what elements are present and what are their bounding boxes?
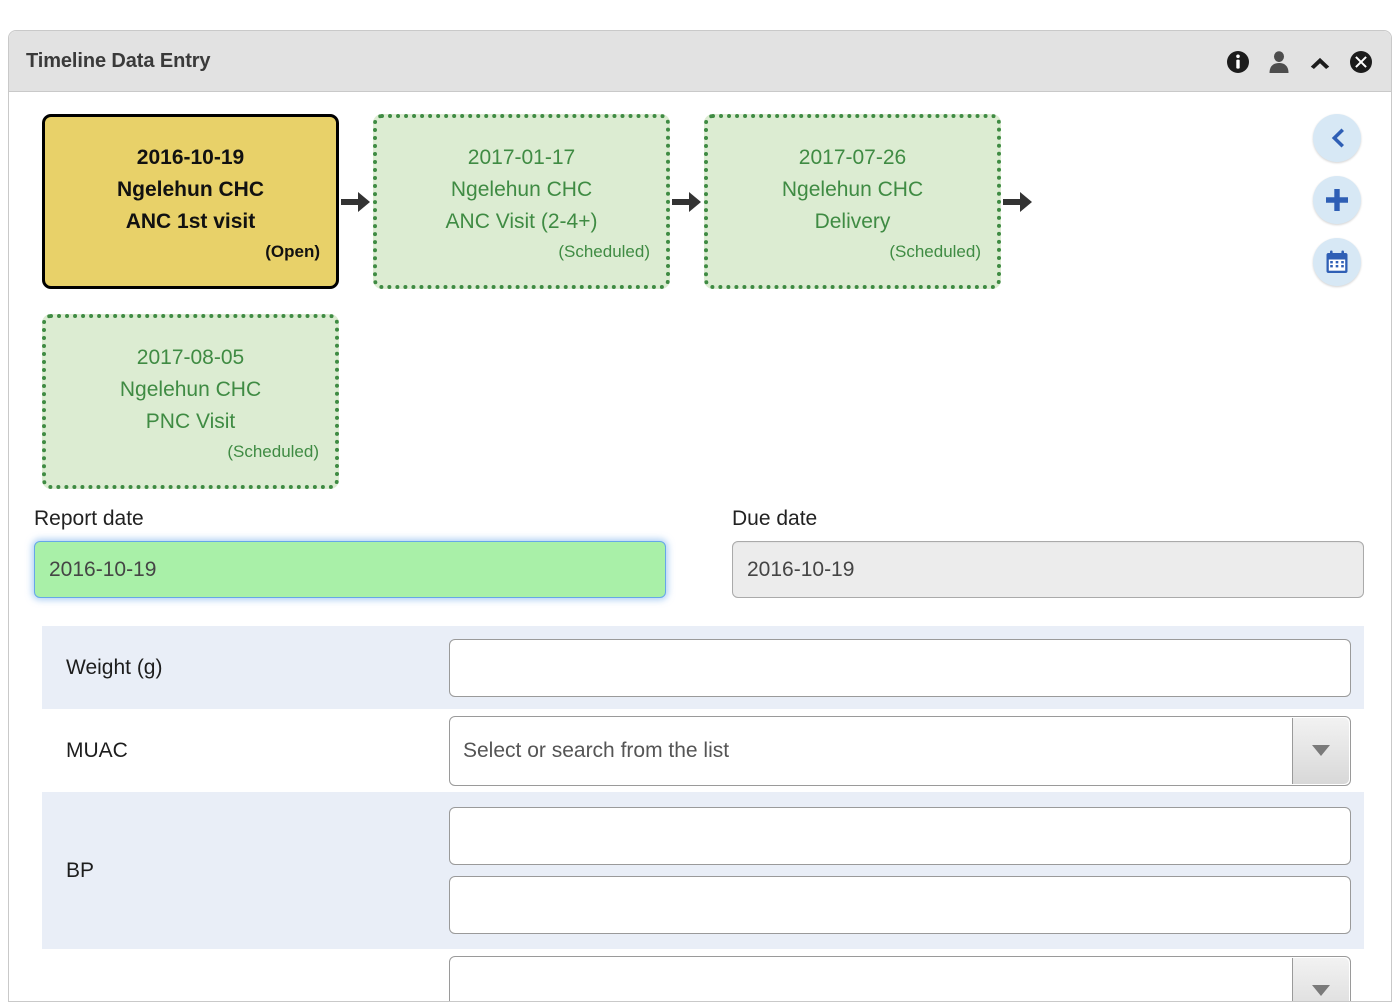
- field-container: [449, 955, 1364, 1001]
- arrow-right-icon: [339, 189, 373, 215]
- status-badge: (Scheduled): [889, 241, 981, 261]
- schedule-button[interactable]: [1313, 238, 1361, 286]
- timeline-card-anc-visit-2-4[interactable]: 2017-01-17 Ngelehun CHC ANC Visit (2-4+)…: [373, 114, 670, 289]
- timeline-row: 2017-08-05 Ngelehun CHC PNC Visit (Sched…: [42, 314, 1391, 489]
- field-label: Weight (g): [66, 655, 163, 679]
- chevron-down-icon: [1312, 985, 1330, 996]
- plus-icon: [1324, 187, 1350, 213]
- weight-input[interactable]: [449, 638, 1351, 697]
- report-date-input[interactable]: 2016-10-19: [34, 541, 666, 598]
- timeline-area: 2016-10-19 Ngelehun CHC ANC 1st visit (O…: [9, 92, 1391, 489]
- date-fields-row: Report date 2016-10-19 Due date 2016-10-…: [9, 507, 1391, 598]
- status-badge: (Open): [265, 241, 320, 261]
- field-label: BP: [66, 858, 95, 882]
- form-row-muac: MUAC Select or search from the list: [42, 709, 1364, 792]
- arrow-right-icon: [1001, 189, 1035, 215]
- card-date: 2017-07-26: [798, 145, 907, 169]
- data-entry-form: Weight (g) MUAC Select or search from th…: [42, 626, 1364, 1001]
- chevron-up-icon[interactable]: [1308, 50, 1332, 74]
- card-date: 2017-08-05: [136, 345, 245, 369]
- timeline-action-buttons: [1313, 114, 1361, 286]
- close-icon[interactable]: [1349, 50, 1373, 74]
- calendar-icon: [1324, 249, 1350, 275]
- report-date-block: Report date 2016-10-19: [34, 507, 666, 598]
- timeline-card-rows: 2016-10-19 Ngelehun CHC ANC 1st visit (O…: [9, 114, 1391, 489]
- card-org-unit: Ngelehun CHC: [119, 377, 262, 401]
- back-button[interactable]: [1313, 114, 1361, 162]
- arrow-right-icon: [670, 189, 704, 215]
- muac-dropdown-button[interactable]: [1292, 717, 1349, 784]
- chevron-left-icon: [1324, 125, 1350, 151]
- card-date: 2016-10-19: [136, 145, 245, 169]
- card-org-unit: Ngelehun CHC: [781, 177, 924, 201]
- timeline-card-delivery[interactable]: 2017-07-26 Ngelehun CHC Delivery (Schedu…: [704, 114, 1001, 289]
- status-badge: (Scheduled): [227, 441, 319, 461]
- next-dropdown-button[interactable]: [1292, 957, 1349, 1001]
- status-badge: (Scheduled): [558, 241, 650, 261]
- info-icon[interactable]: [1226, 50, 1250, 74]
- form-row-weight: Weight (g): [42, 626, 1364, 709]
- due-date-input: 2016-10-19: [732, 541, 1364, 598]
- panel-header: Timeline Data Entry: [9, 31, 1391, 92]
- muac-select-placeholder: Select or search from the list: [463, 738, 730, 762]
- card-program-stage: Delivery: [814, 209, 891, 233]
- report-date-label: Report date: [34, 507, 144, 530]
- timeline-card-pnc-visit[interactable]: 2017-08-05 Ngelehun CHC PNC Visit (Sched…: [42, 314, 339, 489]
- form-row-bp: BP: [42, 792, 1364, 949]
- due-date-label: Due date: [732, 507, 818, 530]
- add-button[interactable]: [1313, 176, 1361, 224]
- card-org-unit: Ngelehun CHC: [117, 177, 264, 201]
- next-select[interactable]: [449, 955, 1351, 1001]
- field-container: [449, 638, 1364, 697]
- field-label: MUAC: [66, 738, 128, 762]
- muac-select[interactable]: Select or search from the list: [449, 715, 1351, 786]
- header-icon-group: [1226, 31, 1373, 92]
- chevron-down-icon: [1312, 745, 1330, 756]
- timeline-data-entry-panel: Timeline Data Entry: [8, 30, 1392, 1002]
- timeline-row: 2016-10-19 Ngelehun CHC ANC 1st visit (O…: [42, 114, 1391, 289]
- card-date: 2017-01-17: [467, 145, 576, 169]
- field-container: [449, 807, 1364, 934]
- form-row-next: [42, 949, 1364, 1001]
- due-date-block: Due date 2016-10-19: [732, 507, 1364, 598]
- person-icon[interactable]: [1267, 50, 1291, 74]
- card-program-stage: PNC Visit: [145, 409, 236, 433]
- card-program-stage: ANC Visit (2-4+): [445, 209, 598, 233]
- page-title: Timeline Data Entry: [26, 49, 211, 72]
- card-program-stage: ANC 1st visit: [125, 209, 256, 233]
- timeline-card-anc-1st-visit[interactable]: 2016-10-19 Ngelehun CHC ANC 1st visit (O…: [42, 114, 339, 289]
- bp-diastolic-input[interactable]: [449, 876, 1351, 934]
- field-container: Select or search from the list: [449, 715, 1364, 786]
- bp-systolic-input[interactable]: [449, 807, 1351, 865]
- card-org-unit: Ngelehun CHC: [450, 177, 593, 201]
